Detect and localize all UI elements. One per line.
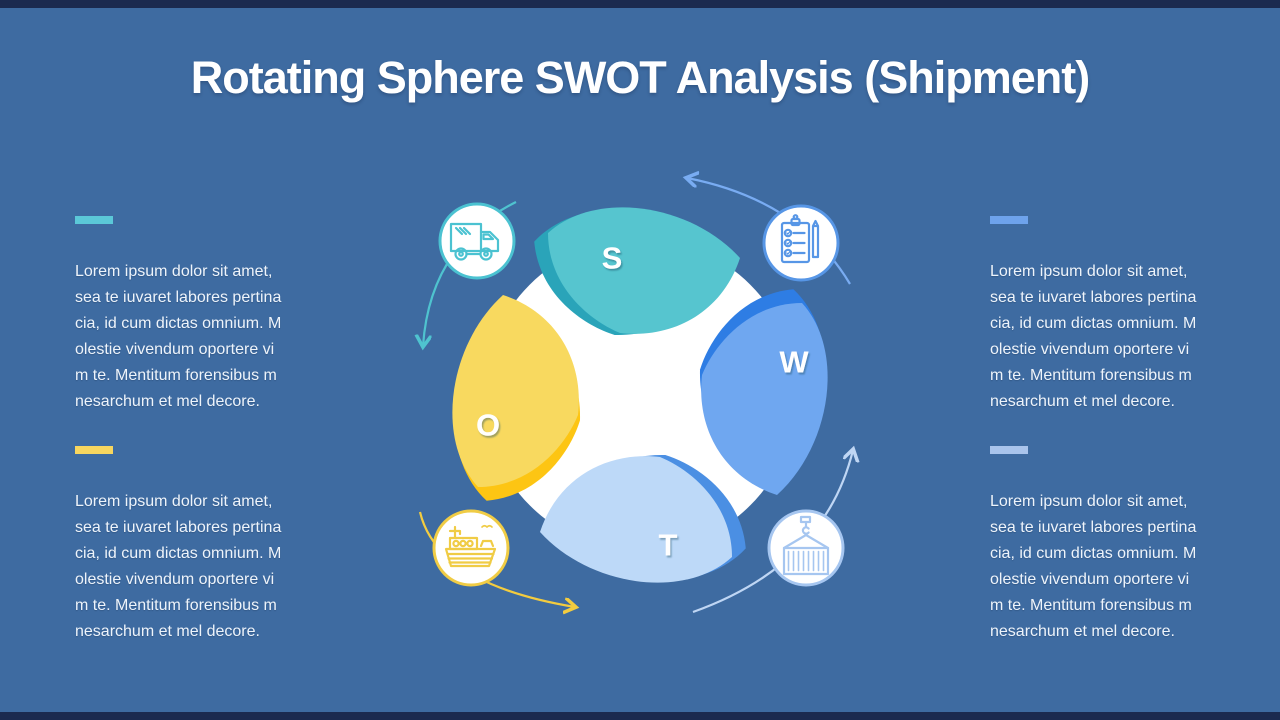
truck-icon bbox=[449, 222, 500, 261]
bottom-frame-bar bbox=[0, 712, 1280, 720]
slide-title: Rotating Sphere SWOT Analysis (Shipment) bbox=[190, 52, 1090, 103]
lorem-text: Lorem ipsum dolor sit amet, sea te iuvar… bbox=[75, 493, 282, 640]
delivery-truck-badge bbox=[438, 202, 516, 280]
rotating-sphere-swot-diagram: S W T O bbox=[390, 150, 890, 632]
sphere bbox=[484, 239, 796, 551]
top-frame-bar bbox=[0, 0, 1280, 8]
letter-s: S bbox=[602, 241, 623, 276]
accent-bar bbox=[990, 216, 1028, 224]
letter-o: O bbox=[476, 408, 500, 443]
container-crane-badge bbox=[767, 509, 845, 587]
letter-t: T bbox=[659, 528, 678, 563]
lorem-text: Lorem ipsum dolor sit amet, sea te iuvar… bbox=[990, 263, 1197, 410]
swot-text-block-bottom-left: Lorem ipsum dolor sit amet, sea te iuvar… bbox=[75, 420, 323, 645]
cargo-ship-badge bbox=[432, 509, 510, 587]
swot-text-block-top-right: Lorem ipsum dolor sit amet, sea te iuvar… bbox=[990, 190, 1238, 415]
cargo-ship-icon bbox=[444, 524, 497, 568]
accent-bar bbox=[75, 446, 113, 454]
accent-bar bbox=[75, 216, 113, 224]
swot-text-block-top-left: Lorem ipsum dolor sit amet, sea te iuvar… bbox=[75, 190, 323, 415]
checklist-clipboard-badge bbox=[762, 204, 840, 282]
icon-badges bbox=[432, 202, 845, 587]
accent-bar bbox=[990, 446, 1028, 454]
lorem-text: Lorem ipsum dolor sit amet, sea te iuvar… bbox=[990, 493, 1197, 640]
swot-text-block-bottom-right: Lorem ipsum dolor sit amet, sea te iuvar… bbox=[990, 420, 1238, 645]
checklist-clipboard-icon bbox=[780, 214, 820, 264]
letter-w: W bbox=[779, 345, 809, 380]
container-crane-icon bbox=[782, 515, 830, 576]
blade-letters: S W T O bbox=[476, 241, 809, 563]
lorem-text: Lorem ipsum dolor sit amet, sea te iuvar… bbox=[75, 263, 282, 410]
